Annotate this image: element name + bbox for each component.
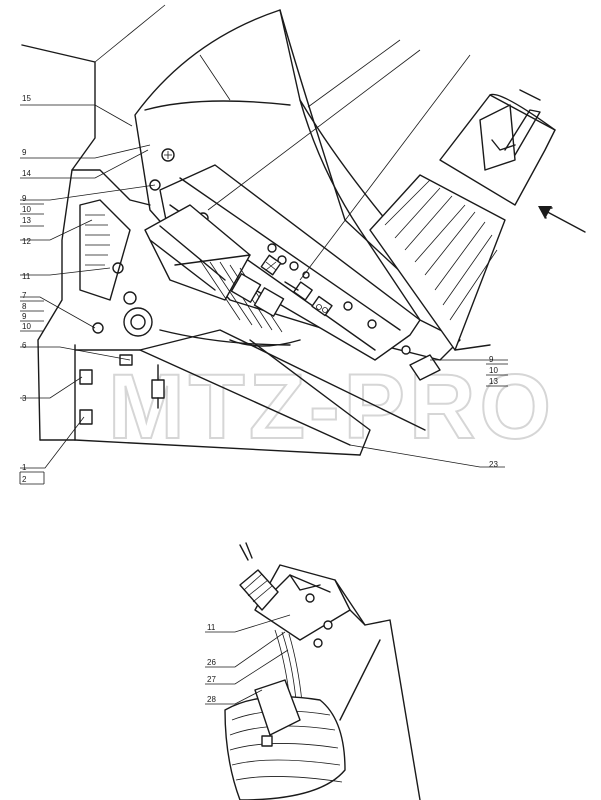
wiring-harness — [144, 204, 301, 347]
callout-15: 15 — [22, 94, 31, 103]
joystick — [369, 89, 556, 351]
left-pillar — [21, 4, 166, 441]
callout-9-low: 9 — [22, 312, 27, 321]
rubber-bellows — [369, 174, 506, 351]
callout-13-mid: 13 — [22, 216, 31, 225]
callout-7: 7 — [22, 291, 27, 300]
watermark: MTZ-PRO — [108, 356, 555, 458]
detail-leader-lines — [205, 614, 291, 705]
callout-9-right: 9 — [489, 355, 494, 364]
callout-9-top: 9 — [22, 148, 27, 157]
callout-28: 28 — [207, 695, 216, 704]
lower-plate — [74, 339, 441, 456]
callout-23: 23 — [489, 460, 498, 469]
callout-26: 26 — [207, 658, 216, 667]
callout-10-mid: 10 — [22, 205, 31, 214]
callout-11-detail: 11 — [207, 623, 216, 632]
callout-boxes — [19, 203, 508, 485]
panel-bolt-4 — [367, 319, 377, 329]
panel-bolt-5 — [401, 345, 411, 355]
callout-10-low: 10 — [22, 322, 31, 331]
callout-27: 27 — [207, 675, 216, 684]
callout-1: 1 — [22, 463, 27, 472]
callout-10-right: 10 — [489, 366, 498, 375]
callout-14: 14 — [22, 169, 31, 178]
callout-3: 3 — [22, 394, 27, 403]
detail-view — [224, 542, 421, 800]
callout-8: 8 — [22, 302, 27, 311]
panel-bolt-3 — [343, 301, 353, 311]
leader-lines — [20, 39, 508, 469]
callout-6: 6 — [22, 341, 27, 350]
sensor-connector — [151, 379, 165, 399]
callout-2: 2 — [22, 475, 27, 484]
callout-12: 12 — [22, 237, 31, 246]
side-bracket — [74, 199, 426, 441]
direction-arrow-icon — [538, 206, 586, 233]
callout-11: 11 — [22, 272, 31, 281]
callout-9-mid: 9 — [22, 194, 27, 203]
callout-13-right: 13 — [489, 377, 498, 386]
fan-symbol-icon — [260, 254, 282, 276]
